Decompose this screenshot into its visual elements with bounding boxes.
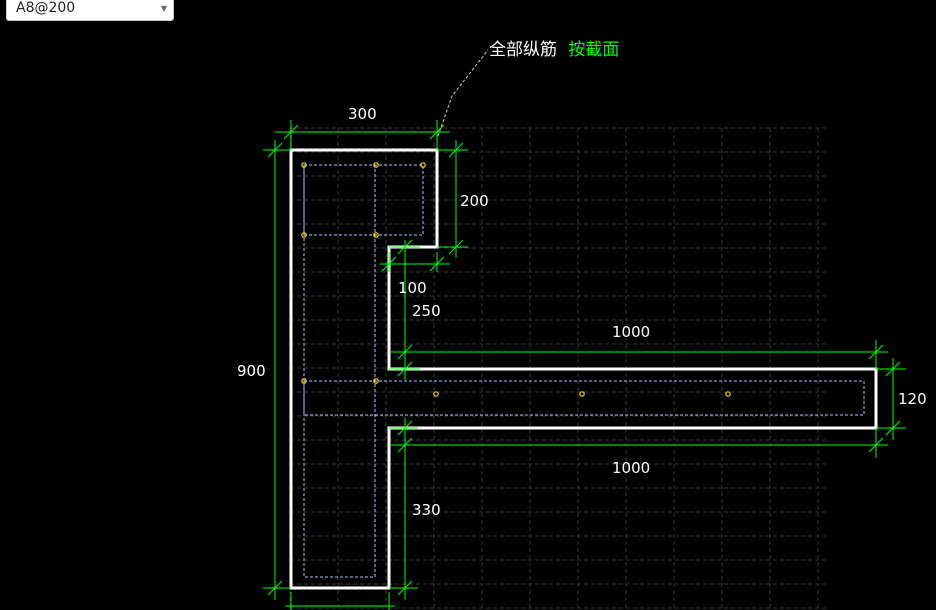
dim-flange-thickness[interactable]: 120: [898, 390, 927, 408]
rebar-point[interactable]: [420, 162, 426, 168]
annotation-leader-line: [437, 49, 489, 137]
rebar-point[interactable]: [579, 391, 585, 397]
stirrup-spec-value: A8@200: [16, 0, 76, 16]
annotation-by-section-link[interactable]: 按截面: [568, 40, 619, 60]
rebar-point[interactable]: [301, 378, 307, 384]
rebar-point[interactable]: [301, 162, 307, 168]
dim-upper-stem[interactable]: 250: [412, 302, 441, 320]
rebar-point[interactable]: [373, 162, 379, 168]
rebar-point[interactable]: [433, 391, 439, 397]
rebar-point[interactable]: [373, 378, 379, 384]
annotation-main-text: 全部纵筋: [489, 40, 557, 60]
dim-notch-depth[interactable]: 100: [398, 279, 427, 297]
stirrup-flange: [303, 380, 865, 416]
stirrup-top-leg: [303, 164, 424, 236]
dim-notch-height[interactable]: 200: [460, 192, 489, 210]
rebar-point[interactable]: [301, 232, 307, 238]
dimension-lines: [263, 120, 906, 610]
stirrup-web: [303, 164, 376, 578]
dim-total-height[interactable]: 900: [237, 362, 266, 380]
rebar-points: [301, 162, 731, 397]
dim-flange-bottom-length[interactable]: 1000: [612, 459, 650, 477]
stirrup-lines: [303, 164, 865, 578]
dim-top-width[interactable]: 300: [348, 105, 377, 123]
section-outline: [289, 148, 878, 590]
chevron-down-icon[interactable]: ▼: [160, 4, 167, 13]
stirrup-spec-dropdown[interactable]: A8@200 ▼: [6, 0, 174, 21]
rebar-point[interactable]: [373, 232, 379, 238]
dim-flange-top-length[interactable]: 1000: [612, 323, 650, 341]
annotation-label: 全部纵筋 按截面: [489, 40, 619, 60]
dim-lower-stem[interactable]: 330: [412, 501, 441, 519]
rebar-point[interactable]: [725, 391, 731, 397]
